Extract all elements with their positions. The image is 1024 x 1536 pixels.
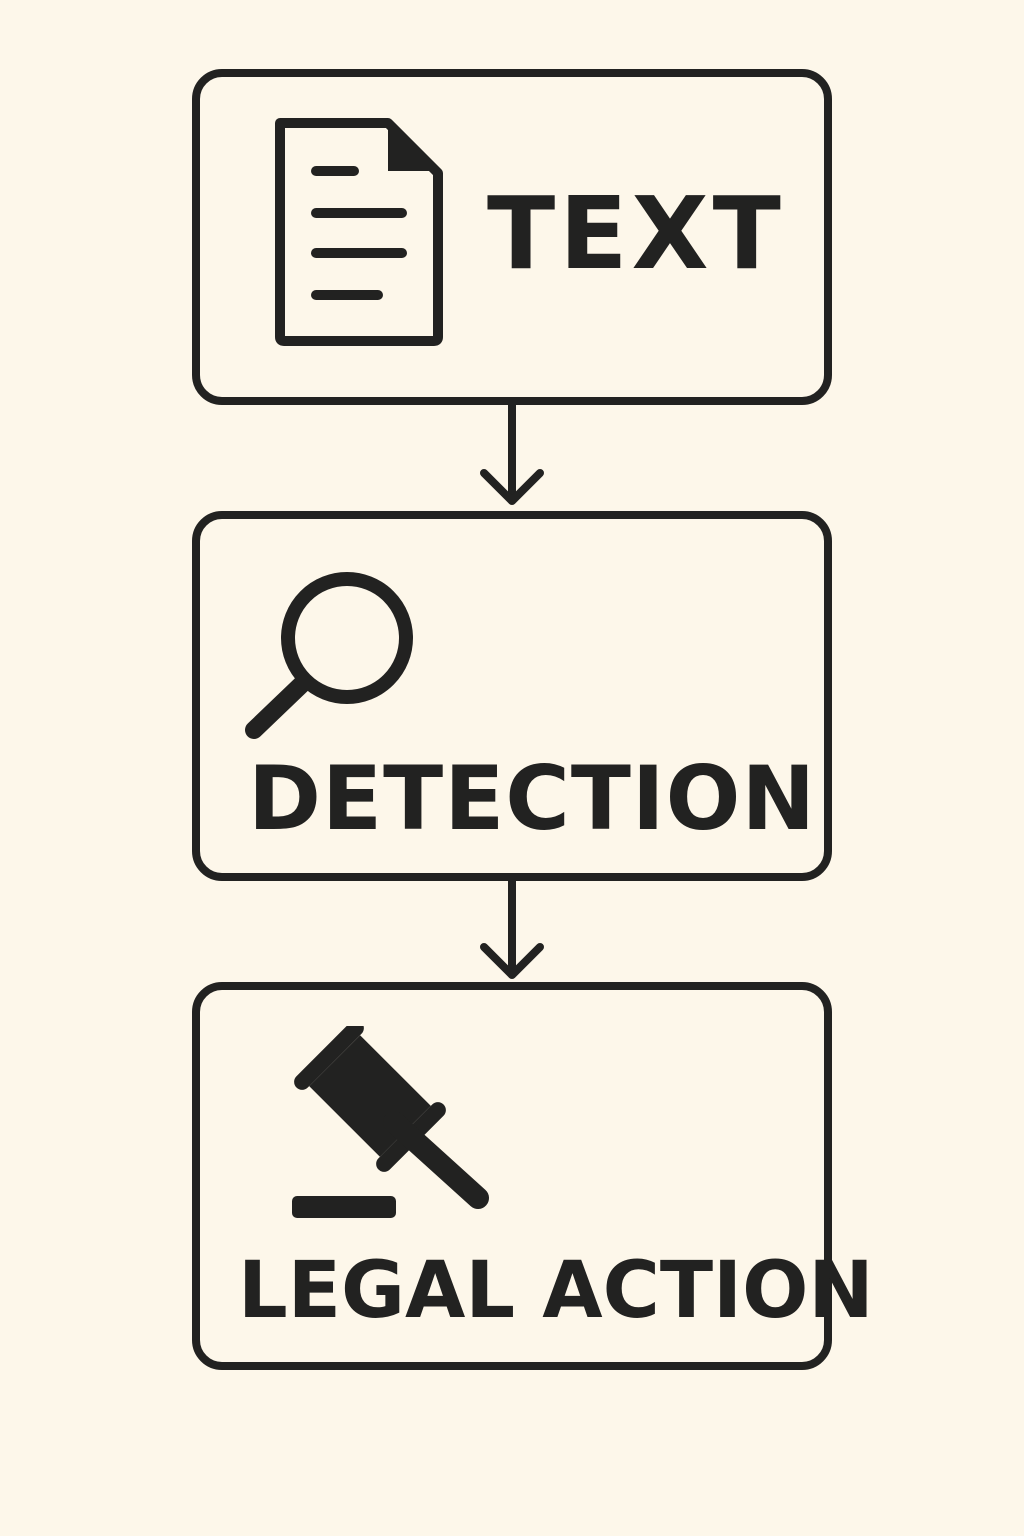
node-label-legal-action: LEGAL ACTION xyxy=(238,1246,874,1336)
arrow-detection-to-legal xyxy=(480,877,544,979)
arrow-head xyxy=(480,943,544,979)
node-label-text: TEXT xyxy=(487,175,785,292)
node-legal-action xyxy=(192,982,832,1370)
arrow-text-to-detection xyxy=(480,401,544,505)
node-label-detection: DETECTION xyxy=(248,747,817,850)
gavel-icon xyxy=(292,1026,489,1218)
arrow-head xyxy=(480,469,544,505)
magnifying-glass-icon xyxy=(245,572,413,739)
document-icon xyxy=(275,118,443,346)
